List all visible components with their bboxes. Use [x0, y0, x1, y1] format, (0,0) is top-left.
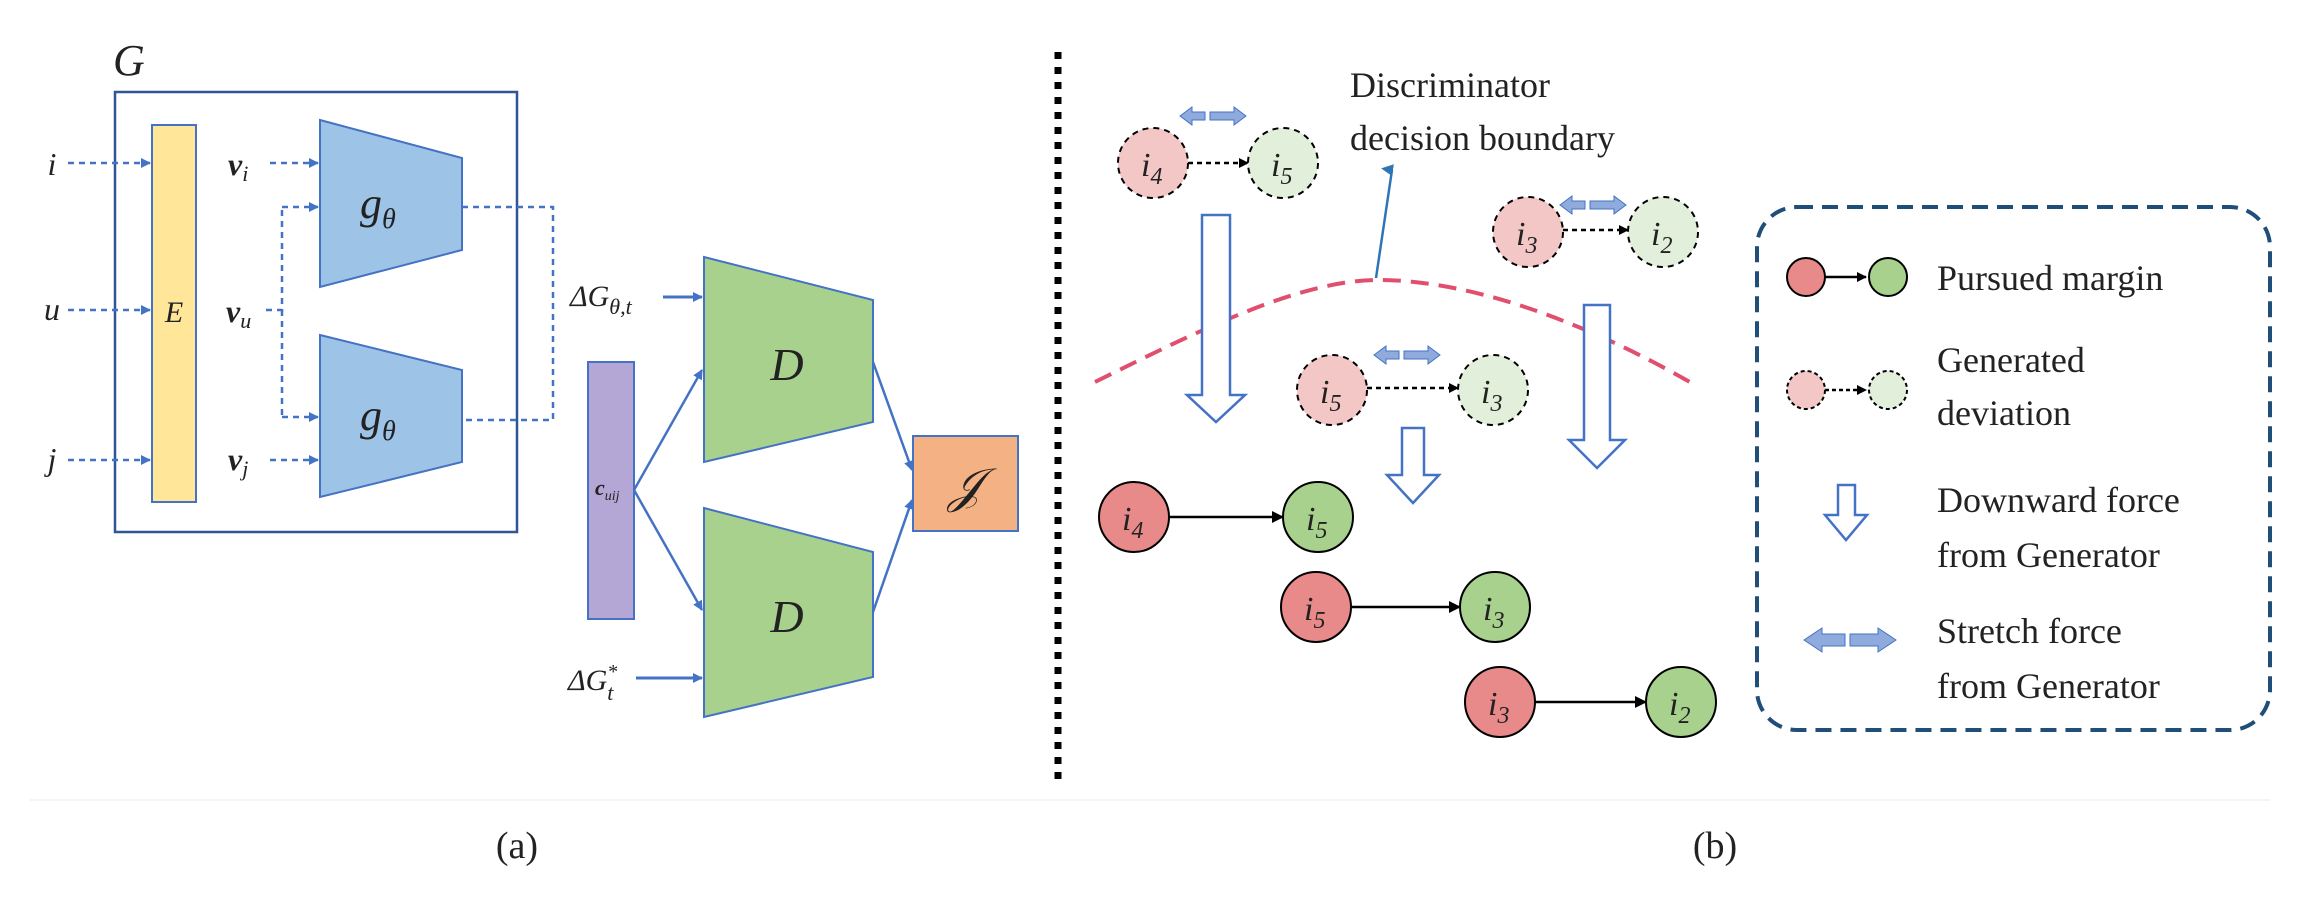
discriminator-lower: [703, 506, 874, 719]
downward-arrow-2: [1565, 303, 1629, 470]
svg-text:i3: i3: [1488, 686, 1509, 729]
dashed-pair-i3-i2: i3 i2: [1492, 196, 1699, 268]
dashed-pair-i4-i5: i4 i5: [1117, 127, 1319, 199]
legend-generated-icon: [1786, 370, 1908, 410]
svg-text:i4: i4: [1122, 501, 1143, 544]
svg-text:i2: i2: [1651, 216, 1672, 259]
vu-branch: [266, 207, 284, 312]
g-theta-upper-label: gθ: [360, 179, 396, 235]
delta-g-star-label: ΔG*t: [567, 661, 617, 705]
legend-stretch-label-1: Stretch force: [1937, 611, 2122, 651]
context-c-uij: [587, 361, 635, 620]
svg-text:i5: i5: [1271, 147, 1292, 190]
downward-arrow-1: [1183, 213, 1249, 424]
boundary-label-line2: decision boundary: [1350, 118, 1615, 158]
legend-generated-label-2: deviation: [1937, 393, 2071, 433]
stretch-arrow-2: [1559, 195, 1627, 215]
discriminator-upper-label: D: [769, 339, 803, 390]
svg-text:i5: i5: [1304, 591, 1325, 634]
legend-pursued-label: Pursued margin: [1937, 258, 2163, 298]
legend: Pursued margin Generated deviation Downw…: [1755, 205, 2272, 732]
g-theta-upper: [319, 118, 463, 289]
svg-text:i3: i3: [1483, 591, 1504, 634]
boundary-label-line1: Discriminator: [1350, 65, 1550, 105]
stretch-arrow-3: [1373, 345, 1441, 365]
legend-stretch-label-2: from Generator: [1937, 666, 2160, 706]
vector-v-j: vj: [228, 441, 248, 481]
panel-a: G E i u j vi vu vj gθ gθ ΔGθ,t: [44, 36, 1019, 867]
input-j: j: [44, 441, 57, 477]
caption-b: (b): [1693, 825, 1737, 867]
input-u: u: [44, 291, 60, 327]
caption-a: (a): [496, 825, 538, 867]
legend-stretch-icon: [1803, 627, 1897, 653]
legend-downward-label-1: Downward force: [1937, 480, 2180, 520]
legend-generated-label-1: Generated: [1937, 340, 2085, 380]
svg-text:i3: i3: [1516, 216, 1537, 259]
dashed-pair-i5-i3: i5 i3: [1296, 354, 1529, 426]
input-i: i: [48, 146, 57, 182]
solid-pair-i3-i2: i3 i2: [1464, 666, 1717, 738]
g-theta-lower: [319, 333, 463, 499]
discriminator-lower-label: D: [769, 591, 803, 642]
legend-downward-label-2: from Generator: [1937, 535, 2160, 575]
arrow-d1-to-j: [871, 361, 914, 471]
legend-downward-icon: [1822, 483, 1870, 542]
arrow-c-to-d1: [632, 369, 704, 491]
embedding-label: E: [164, 296, 183, 329]
svg-text:i5: i5: [1320, 374, 1341, 417]
arrow-c-to-d2: [632, 489, 704, 611]
svg-text:i3: i3: [1481, 374, 1502, 417]
delta-g-theta-label: ΔGθ,t: [569, 280, 633, 319]
objective-box: [912, 435, 1019, 532]
stretch-arrow-1: [1179, 106, 1247, 126]
svg-text:i4: i4: [1141, 147, 1162, 190]
svg-text:i5: i5: [1306, 501, 1327, 544]
vector-v-i: vi: [228, 146, 248, 186]
solid-pair-i4-i5: i4 i5: [1098, 481, 1354, 553]
downward-arrow-3: [1384, 426, 1442, 505]
legend-pursued-icon: [1786, 257, 1908, 297]
generator-label: G: [113, 36, 145, 85]
discriminator-upper: [703, 255, 874, 464]
g-output-merge: [462, 205, 555, 422]
vector-v-u: vu: [226, 293, 251, 333]
boundary-pointer: [1374, 164, 1394, 279]
panel-b: Discriminator decision boundary i4 i5 i3…: [1094, 65, 2272, 867]
generator-box: [113, 90, 519, 534]
embedding-block: [151, 124, 197, 503]
svg-text:i2: i2: [1669, 686, 1690, 729]
arrow-d2-to-j: [871, 499, 914, 613]
solid-pair-i5-i3: i5 i3: [1280, 571, 1531, 643]
g-theta-lower-label: gθ: [360, 391, 396, 447]
c-uij-label: cuij: [595, 475, 620, 504]
